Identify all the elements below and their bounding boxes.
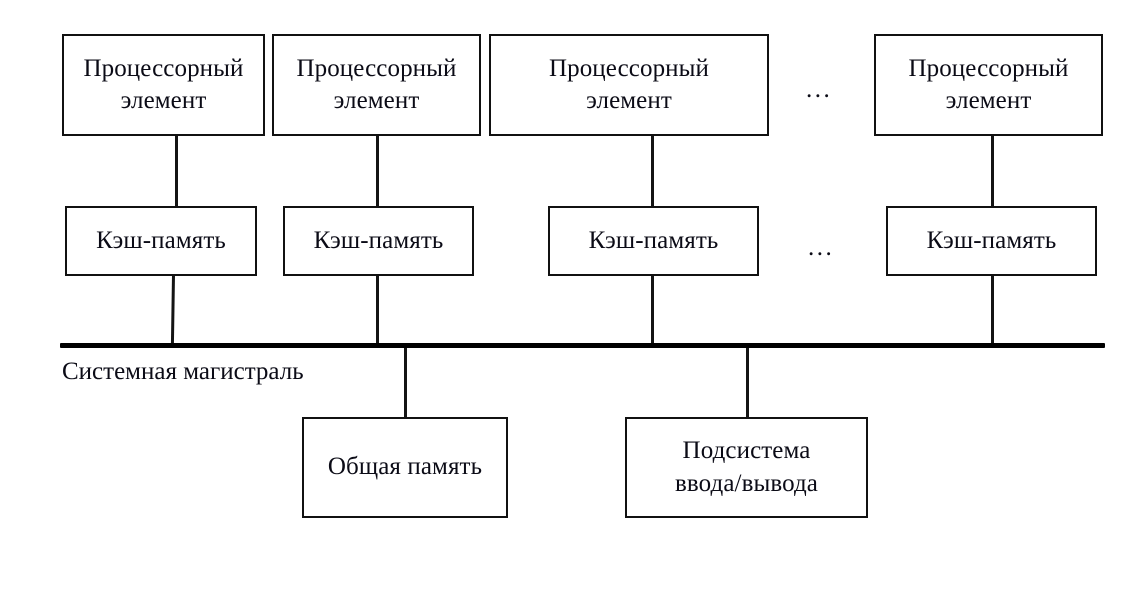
connector-cache2-bus	[376, 275, 379, 347]
system-bus-label: Системная магистраль	[62, 358, 304, 385]
cache-memory-2-label: Кэш-память	[313, 226, 444, 254]
connector-cache4-bus	[991, 275, 994, 347]
connector-cache1-bus	[170, 274, 175, 348]
connector-bus-io-subsystem	[746, 346, 749, 418]
shared-memory-label: Общая память	[327, 453, 483, 481]
processor-element-3-line1: Процессорный	[548, 54, 710, 82]
io-subsystem-line2: ввода/вывода	[674, 469, 818, 497]
processor-element-4-line1: Процессорный	[908, 54, 1069, 82]
connector-pe4-cache4	[991, 135, 994, 207]
io-subsystem-box[interactable]: Подсистема ввода/вывода	[625, 417, 868, 518]
cache-memory-3[interactable]: Кэш-память	[548, 206, 759, 276]
cache-memory-1-label: Кэш-память	[96, 226, 226, 254]
processor-element-4[interactable]: Процессорный элемент	[874, 34, 1103, 136]
processor-element-1-line1: Процессорный	[83, 54, 244, 82]
cache-memory-4[interactable]: Кэш-память	[886, 206, 1097, 276]
cache-memory-1[interactable]: Кэш-память	[65, 206, 257, 276]
processor-element-2[interactable]: Процессорный элемент	[272, 34, 481, 136]
processor-element-3[interactable]: Процессорный элемент	[489, 34, 769, 136]
connector-bus-shared-memory	[404, 346, 407, 418]
io-subsystem-line1: Подсистема	[682, 437, 811, 464]
processor-element-3-line2: элемент	[586, 87, 672, 114]
processor-element-2-line1: Процессорный	[296, 54, 457, 82]
processor-element-4-line2: элемент	[945, 87, 1032, 114]
shared-memory-box[interactable]: Общая память	[302, 417, 508, 518]
processor-row-ellipsis: ...	[806, 76, 833, 103]
cache-memory-4-label: Кэш-память	[926, 226, 1057, 254]
system-bus-line	[60, 343, 1105, 348]
connector-pe2-cache2	[376, 135, 379, 207]
cache-row-ellipsis: ...	[808, 234, 835, 261]
connector-cache3-bus	[651, 275, 654, 347]
cache-memory-3-label: Кэш-память	[588, 226, 719, 254]
cache-memory-2[interactable]: Кэш-память	[283, 206, 474, 276]
processor-element-1[interactable]: Процессорный элемент	[62, 34, 265, 136]
processor-element-1-line2: элемент	[120, 87, 207, 114]
connector-pe1-cache1	[175, 135, 178, 207]
connector-pe3-cache3	[651, 135, 654, 207]
processor-element-2-line2: элемент	[333, 87, 420, 114]
